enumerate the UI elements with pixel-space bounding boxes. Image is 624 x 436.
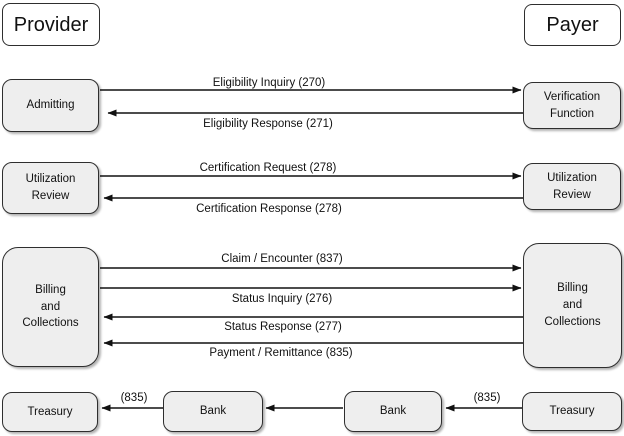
treasury-payer-box: Treasury — [522, 392, 622, 431]
flow-label-status-response: Status Response (277) — [224, 321, 342, 333]
billing-collections-payer-box: Billing and Collections — [523, 243, 622, 368]
flow-label-payment-remittance: Payment / Remittance (835) — [209, 347, 353, 359]
payer-header-box: Payer — [524, 4, 621, 46]
flow-label-835-right: (835) — [473, 392, 501, 404]
provider-header-box: Provider — [2, 3, 100, 46]
flow-label-eligibility-response: Eligibility Response (271) — [203, 118, 333, 130]
bank-provider-box: Bank — [163, 391, 263, 432]
flow-label-835-left: (835) — [120, 392, 148, 404]
flow-label-eligibility-inquiry: Eligibility Inquiry (270) — [212, 77, 326, 89]
verification-function-box: Verification Function — [523, 82, 621, 129]
flow-label-claim-encounter: Claim / Encounter (837) — [221, 253, 343, 265]
flow-label-certification-response: Certification Response (278) — [196, 203, 342, 215]
utilization-review-provider-box: Utilization Review — [2, 162, 99, 214]
admitting-box: Admitting — [2, 79, 99, 132]
flow-label-certification-request: Certification Request (278) — [199, 162, 337, 174]
bank-payer-box: Bank — [344, 391, 442, 432]
utilization-review-payer-box: Utilization Review — [523, 163, 621, 210]
flow-label-status-inquiry: Status Inquiry (276) — [231, 293, 333, 305]
treasury-provider-box: Treasury — [2, 392, 98, 432]
billing-collections-provider-box: Billing and Collections — [2, 247, 99, 367]
